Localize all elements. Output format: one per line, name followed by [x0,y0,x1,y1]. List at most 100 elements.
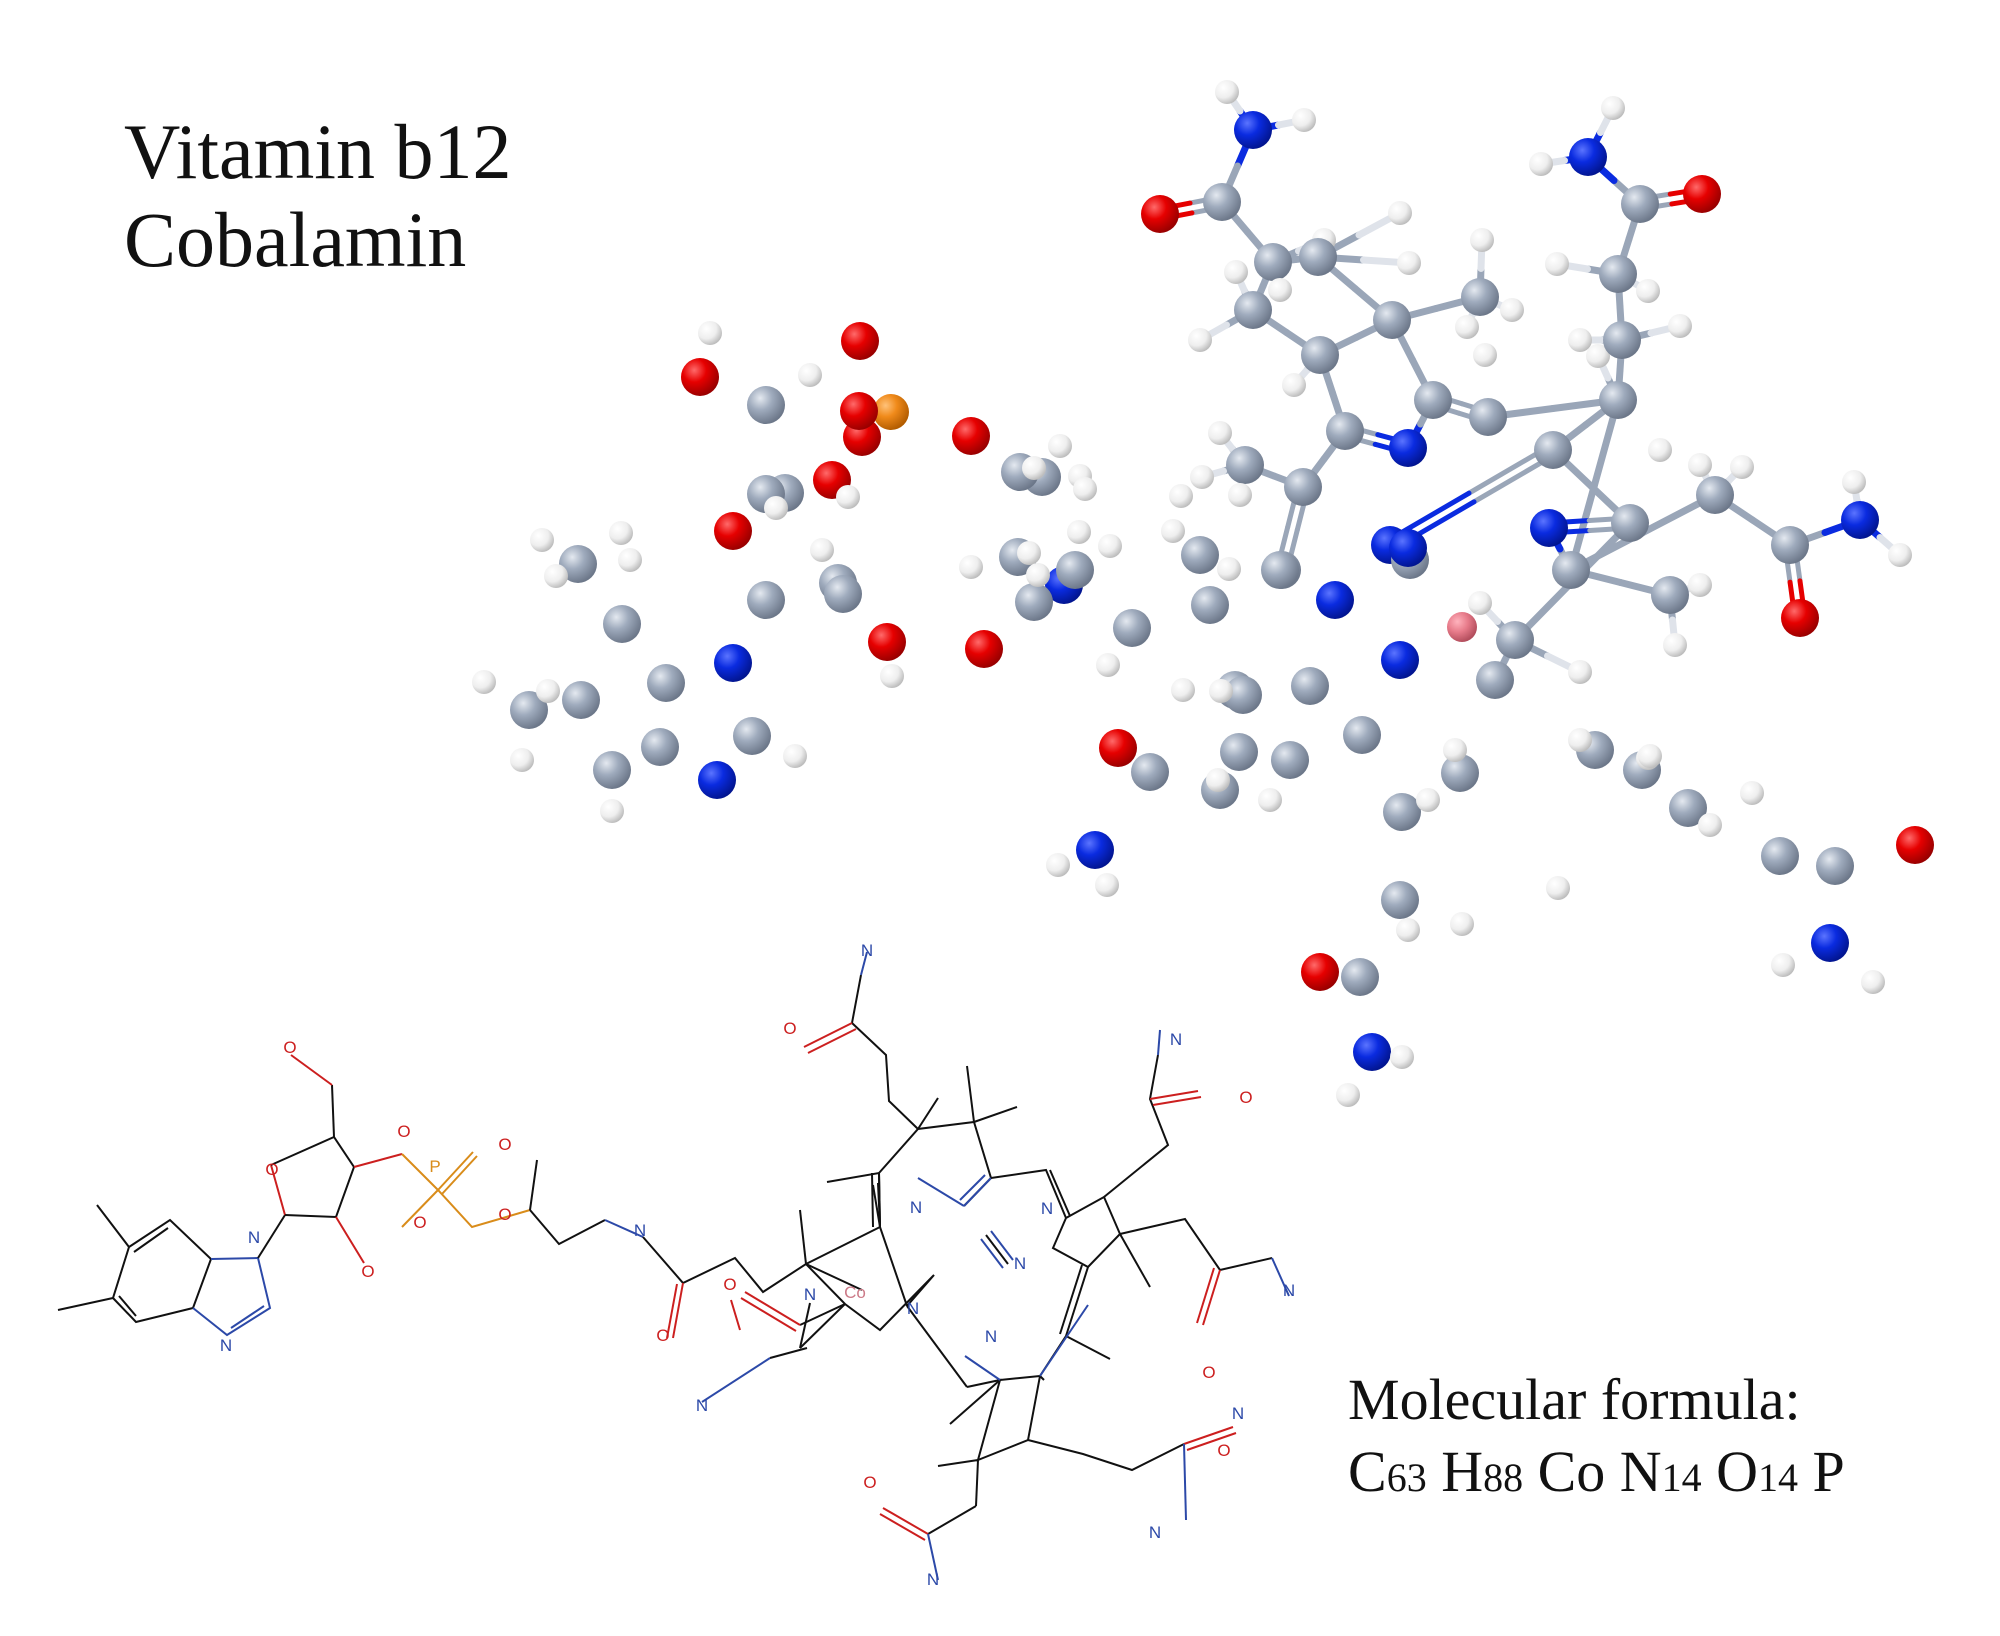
c-atom [647,664,685,702]
h-atom [1740,781,1764,805]
c-atom [1669,789,1707,827]
n-atom [1569,138,1607,176]
c-atom [1599,255,1637,293]
n-atom [1811,924,1849,962]
h-atom [618,548,642,572]
h-atom [1228,483,1252,507]
c-atom [1056,551,1094,589]
h-atom [1161,519,1185,543]
h-atom [1568,728,1592,752]
h-atom [1048,434,1072,458]
c-atom [747,581,785,619]
n-atom [714,644,752,682]
c-atom [1284,468,1322,506]
c-atom [1291,667,1329,705]
h-atom [1601,96,1625,120]
h-atom [1698,813,1722,837]
atom-label-n: N [634,1221,646,1240]
c-atom [593,751,631,789]
cobalt-atom [1447,612,1477,642]
h-atom [1067,520,1091,544]
atom-spheres [472,80,1934,1107]
atom-label-n: N [1170,1030,1182,1049]
c-atom [1816,847,1854,885]
o-atom [1301,953,1339,991]
o-atom [681,358,719,396]
c-atom [510,691,548,729]
h-atom [1098,534,1122,558]
element-o: O [1716,1439,1759,1504]
atom-label-p: P [429,1157,440,1176]
o-atom [868,623,906,661]
h-atom [959,555,983,579]
o-atom [841,322,879,360]
h-atom [1470,228,1494,252]
atom-label-n: N [1232,1404,1244,1423]
c-atom [1254,243,1292,281]
c-atom [1441,754,1479,792]
o-atom [1099,729,1137,767]
atom-label-co: Co [844,1283,866,1302]
h-atom [810,538,834,562]
atom-label-n: N [927,1570,939,1589]
c-atom [1343,716,1381,754]
count-n: 14 [1661,1455,1702,1500]
h-atom [1416,788,1440,812]
n-atom [698,761,736,799]
h-atom [1636,279,1660,303]
h-atom [783,744,807,768]
c-atom [733,717,771,755]
h-atom [1568,328,1592,352]
atom-label-o: O [498,1135,511,1154]
h-atom [1648,438,1672,462]
h-atom [1095,873,1119,897]
atom-label-n: N [861,941,873,960]
h-atom [1171,678,1195,702]
c-atom [1341,958,1379,996]
h-atom [1206,768,1230,792]
h-atom [1096,653,1120,677]
h-atom [1443,738,1467,762]
c-atom [1373,301,1411,339]
h-atom [1209,679,1233,703]
n-atom [1389,529,1427,567]
compound-title: Vitamin b12 Cobalamin [124,108,511,284]
atom-label-o: O [498,1205,511,1224]
atom-label-n: N [248,1228,260,1247]
atom-label-n: N [1041,1199,1053,1218]
h-atom [1396,918,1420,942]
h-atom [1468,591,1492,615]
atom-label-o: O [1217,1441,1230,1460]
h-atom [1336,1083,1360,1107]
atom-label-n: N [985,1327,997,1346]
atom-label-n: N [907,1299,919,1318]
c-atom [1220,733,1258,771]
c-atom [1131,753,1169,791]
c-atom [1181,536,1219,574]
h-atom [1073,477,1097,501]
h-atom [1568,660,1592,684]
h-atom [1215,80,1239,104]
n-atom [1841,501,1879,539]
h-atom [1292,108,1316,132]
atom-label-n: N [1014,1254,1026,1273]
h-atom [1450,912,1474,936]
h-atom [698,321,722,345]
h-atom [1268,278,1292,302]
c-atom [1414,381,1452,419]
h-atom [1208,421,1232,445]
h-atom [1390,1045,1414,1069]
c-atom [1761,837,1799,875]
c-atom [1603,321,1641,359]
element-n: N [1619,1439,1662,1504]
count-h: 88 [1483,1455,1524,1500]
c-atom [1299,238,1337,276]
h-atom [1638,744,1662,768]
c-atom [562,681,600,719]
c-atom [1771,526,1809,564]
atom-label-n: N [804,1285,816,1304]
h-atom [764,496,788,520]
c-atom [1381,881,1419,919]
